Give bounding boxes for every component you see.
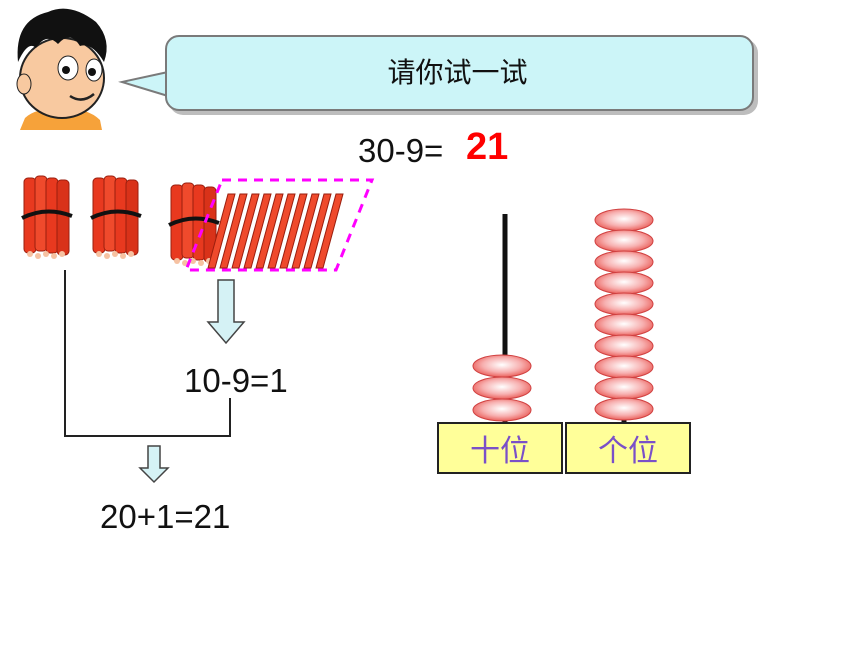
speech-bubble bbox=[165, 35, 754, 111]
bubble-text: 请你试一试 bbox=[387, 56, 528, 89]
bundle-2-icon bbox=[89, 174, 143, 261]
problem-expression: 30-9= bbox=[358, 132, 444, 169]
tens-beads bbox=[472, 354, 532, 422]
boy-mascot-icon bbox=[16, 8, 107, 130]
down-arrow-2-icon bbox=[138, 445, 170, 484]
step2-equation: 20+1=21 bbox=[100, 498, 231, 535]
ones-beads bbox=[594, 208, 654, 421]
ones-place-label: 个位 bbox=[565, 422, 691, 474]
connector-line bbox=[64, 270, 231, 437]
bundle-1-icon bbox=[20, 174, 74, 261]
dashed-outline bbox=[183, 178, 375, 272]
problem-answer: 21 bbox=[466, 126, 509, 168]
loose-sticks bbox=[207, 193, 344, 269]
step1-equation: 10-9=1 bbox=[184, 362, 288, 399]
bubble-tail bbox=[118, 70, 169, 98]
tens-place-label: 十位 bbox=[437, 422, 563, 474]
down-arrow-1-icon bbox=[206, 279, 246, 345]
